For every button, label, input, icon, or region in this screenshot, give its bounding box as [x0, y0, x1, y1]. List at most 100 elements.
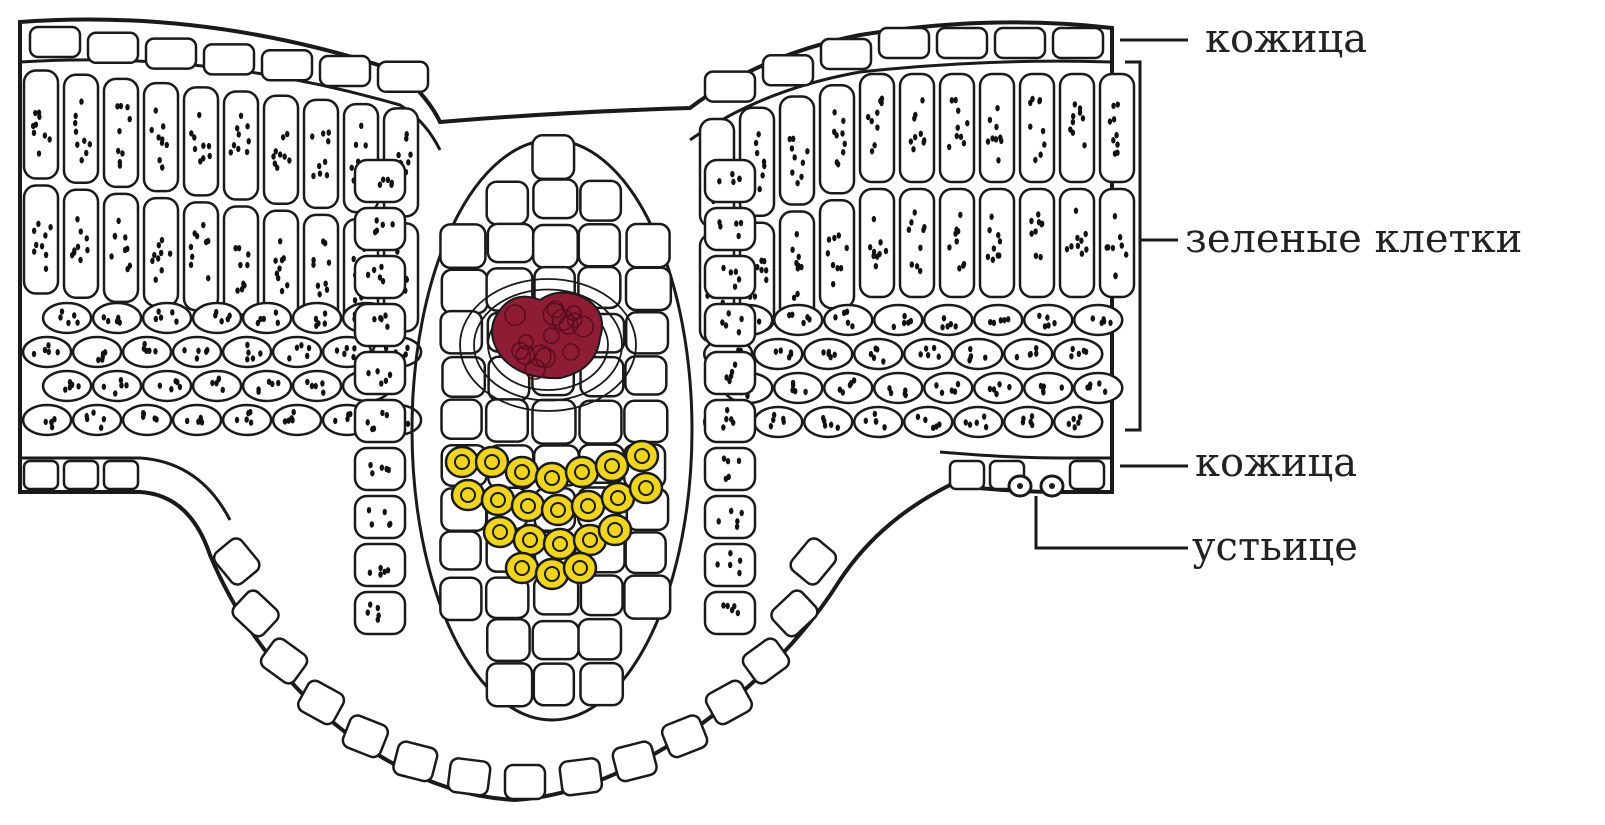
chloroplast	[40, 243, 44, 249]
chloroplast	[792, 295, 796, 301]
parenchyma-cell	[532, 400, 575, 444]
epidermis-cell	[88, 33, 138, 63]
chloroplast	[408, 151, 412, 157]
chloroplast	[994, 124, 998, 130]
chloroplast	[989, 214, 993, 220]
chloroplast	[875, 346, 879, 352]
chloroplast	[406, 421, 410, 427]
chloroplast	[1079, 238, 1083, 244]
xylem-cell	[514, 525, 546, 555]
chloroplast	[292, 409, 296, 415]
chloroplast	[724, 416, 728, 422]
chloroplast	[873, 411, 877, 417]
chloroplast	[1029, 218, 1033, 224]
chloroplast	[1071, 346, 1075, 352]
chloroplast	[201, 155, 205, 161]
chloroplast	[233, 245, 237, 251]
chloroplast	[729, 508, 733, 514]
chloroplast	[34, 121, 38, 127]
chloroplast	[370, 521, 374, 527]
chloroplast	[227, 313, 231, 319]
chloroplast	[805, 314, 809, 320]
chloroplast	[826, 351, 830, 357]
chloroplast	[757, 318, 761, 324]
parenchyma-cell	[440, 224, 485, 267]
chloroplast	[37, 150, 41, 156]
chloroplast	[934, 382, 938, 388]
chloroplast	[832, 235, 836, 241]
palisade-cell	[264, 96, 298, 204]
chloroplast	[273, 160, 277, 166]
chloroplast	[801, 160, 805, 166]
chloroplast	[965, 120, 969, 126]
chloroplast	[961, 262, 965, 268]
chloroplast	[759, 258, 763, 264]
chloroplast	[870, 118, 874, 124]
chloroplast	[996, 157, 1000, 163]
spongy-cell	[705, 160, 755, 202]
chloroplast	[160, 164, 164, 170]
chloroplast	[376, 612, 380, 618]
palisade-cell	[900, 74, 934, 182]
chloroplast	[351, 256, 355, 262]
chloroplast	[32, 228, 36, 234]
chloroplast	[909, 219, 913, 225]
chloroplast	[1108, 118, 1112, 124]
chloroplast	[256, 389, 260, 395]
chloroplast	[902, 320, 906, 326]
chloroplast	[755, 150, 759, 156]
palisade-cell	[820, 85, 854, 193]
chloroplast	[924, 345, 928, 351]
chloroplast	[1071, 416, 1075, 422]
chloroplast	[76, 383, 80, 389]
chloroplast	[769, 423, 773, 429]
chloroplast	[76, 244, 80, 250]
chloroplast	[833, 314, 837, 320]
chloroplast	[1088, 384, 1092, 390]
spongy-cell	[355, 160, 405, 202]
spongy-cell	[874, 373, 922, 403]
chloroplast	[240, 286, 244, 292]
epidermis-cell	[447, 757, 491, 796]
chloroplast	[311, 173, 315, 179]
chloroplast	[70, 382, 74, 388]
chloroplast	[152, 415, 156, 421]
parenchyma-cell	[442, 270, 488, 313]
chloroplast	[193, 146, 197, 152]
chloroplast	[182, 347, 186, 353]
chloroplast	[310, 133, 314, 139]
chloroplast	[204, 239, 208, 245]
chloroplast	[201, 222, 205, 228]
chloroplast	[404, 135, 408, 141]
chloroplast	[724, 322, 728, 328]
chloroplast	[737, 176, 741, 182]
chloroplast	[991, 257, 995, 263]
chloroplast	[956, 124, 960, 130]
chloroplast	[922, 137, 926, 143]
chloroplast	[287, 157, 291, 163]
parenchyma-cell	[533, 621, 579, 659]
chloroplast	[1076, 243, 1080, 249]
chloroplast	[739, 316, 743, 322]
chloroplast	[918, 351, 922, 357]
xylem-cell	[572, 491, 604, 521]
epidermis-cell	[1053, 28, 1103, 58]
chloroplast	[1034, 350, 1038, 356]
chloroplast	[405, 345, 409, 351]
chloroplast	[125, 104, 129, 110]
spongy-cell	[974, 305, 1022, 335]
chloroplast	[117, 128, 121, 134]
chloroplast	[737, 458, 741, 464]
chloroplast	[1100, 320, 1104, 326]
epidermis-cell	[821, 39, 871, 69]
chloroplast	[834, 132, 838, 138]
epidermis-cell	[204, 44, 254, 74]
chloroplast	[274, 309, 278, 315]
chloroplast	[44, 419, 48, 425]
chloroplast	[75, 141, 79, 147]
spongy-cell	[705, 304, 755, 346]
chloroplast	[836, 424, 840, 430]
chloroplast	[962, 140, 966, 146]
chloroplast	[958, 212, 962, 218]
epidermis-cell	[24, 461, 58, 489]
